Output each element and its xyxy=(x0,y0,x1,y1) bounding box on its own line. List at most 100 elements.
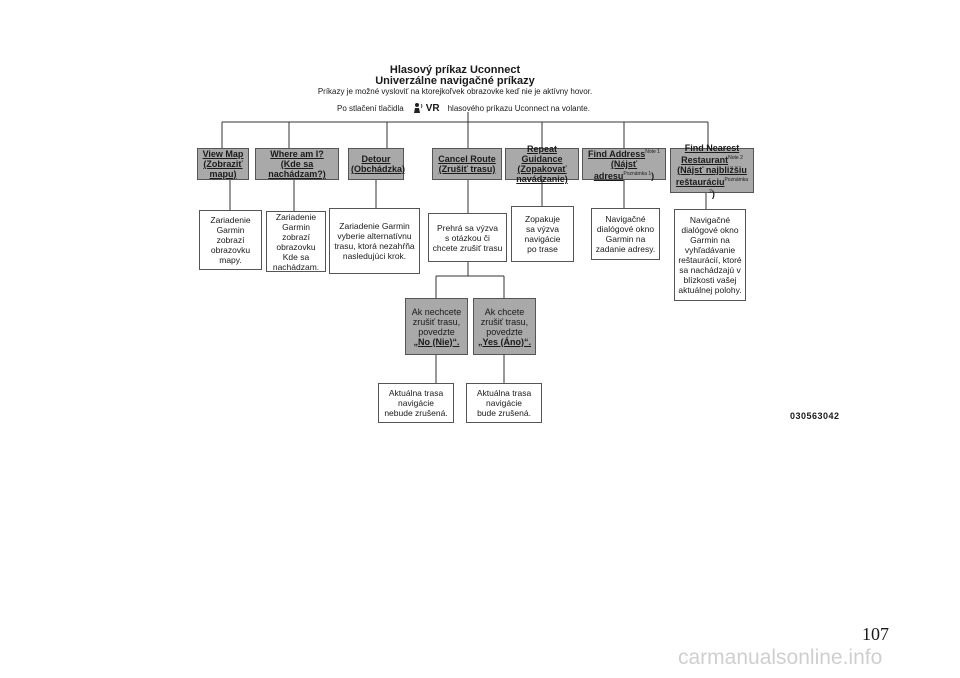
outcome-line: Aktuálna trasa xyxy=(476,388,532,398)
command-find-nearest-restaurant: Find Nearest RestaurantNote 2 (Nájsť naj… xyxy=(670,143,754,199)
result-line: vyberie alternatívnu xyxy=(337,231,412,241)
command-line: (Zrušiť trasu) xyxy=(438,164,496,174)
command-repeat-guidance: Repeat Guidance (Zopakovať navádzanie) xyxy=(505,144,579,184)
result-line: mapy. xyxy=(219,255,242,265)
command-line: Where am I? xyxy=(270,149,324,159)
answer-yes: Ak chcete zrušiť trasu, povedzte „Yes (Á… xyxy=(473,298,536,355)
result-line: s otázkou či xyxy=(445,232,490,243)
vr-button: VR xyxy=(412,102,440,114)
command-line: View Map xyxy=(202,149,244,159)
result-line: dialógové okno xyxy=(596,224,655,234)
result-detour: Zariadenie Garmin vyberie alternatívnu t… xyxy=(329,208,420,274)
diagram-note: Príkazy je možné vysloviť na ktorejkoľve… xyxy=(317,87,593,96)
command-view-map: View Map (Zobraziť mapu) xyxy=(197,148,249,180)
command-line: ) xyxy=(711,188,715,199)
result-line: Garmin na xyxy=(605,234,646,244)
result-view-map: Zariadenie Garmin zobrazí obrazovku mapy… xyxy=(199,210,262,270)
note-ref: Note 1 xyxy=(645,149,660,155)
press-instruction: Po stlačení tlačidla VR hlasového príkaz… xyxy=(337,102,590,114)
outcome-line: navigácie xyxy=(486,398,522,408)
command-line: Cancel Route xyxy=(438,154,496,164)
command-line: navádzanie) xyxy=(516,174,568,184)
command-line: (Obchádzka) xyxy=(351,164,406,174)
command-line: Find Nearest xyxy=(684,142,740,153)
command-line: (Zopakovať xyxy=(517,164,567,174)
result-line: Zopakuje xyxy=(525,214,560,224)
result-cancel-route: Prehrá sa výzva s otázkou či chcete zruš… xyxy=(428,213,507,262)
result-line: Navigačné xyxy=(605,214,646,224)
result-line: reštaurácií, ktoré xyxy=(678,255,742,265)
answer-line: povedzte xyxy=(486,326,523,337)
watermark: carmanualsonline.info xyxy=(678,646,883,669)
result-line: sa nachádzajú v xyxy=(679,265,741,275)
answer-no-label: „No (Nie)“. xyxy=(413,336,460,347)
command-line: (Nájsť xyxy=(610,159,638,169)
command-line: mapu) xyxy=(209,169,237,179)
diagram-subtitle: Univerzálne navigačné príkazy xyxy=(375,75,535,87)
press-prefix: Po stlačení tlačidla xyxy=(337,103,404,113)
command-line: Restaurant xyxy=(681,154,729,165)
command-line: (Nájsť najbližšiu xyxy=(677,164,747,175)
result-line: blízkosti vašej xyxy=(683,275,737,285)
result-line: dialógové okno xyxy=(681,225,739,235)
result-line: Garmin na xyxy=(690,235,730,245)
vr-label: VR xyxy=(425,102,440,114)
command-where-am-i: Where am I? (Kde sa nachádzam?) xyxy=(255,148,339,180)
result-line: obrazovku xyxy=(210,245,251,255)
command-line: adresu xyxy=(593,171,624,181)
result-line: Kde sa xyxy=(282,251,310,262)
result-line: obrazovku xyxy=(276,241,316,252)
result-line: Zariadenie xyxy=(275,211,317,222)
command-detour: Detour (Obchádzka) xyxy=(348,148,406,180)
answer-line: Ak chcete xyxy=(484,306,525,317)
result-where-am-i: Zariadenie Garmin zobrazí obrazovku Kde … xyxy=(266,211,326,272)
result-line: Garmin zobrazí xyxy=(282,221,310,242)
note-ref: Poznámka 1 xyxy=(623,171,652,177)
outcome-line: bude zrušená. xyxy=(477,408,531,418)
result-find-address: Navigačné dialógové okno Garmin na zadan… xyxy=(591,208,660,260)
outcome-line: nebude zrušená. xyxy=(384,408,448,418)
result-line: vyhľadávanie xyxy=(684,245,736,255)
command-line: ) xyxy=(651,171,655,181)
result-line: chcete zrušiť trasu xyxy=(432,242,503,253)
outcome-line: navigácie xyxy=(398,398,434,408)
command-line: Detour xyxy=(361,154,391,164)
command-line: Repeat Guidance xyxy=(521,144,563,164)
result-line: nasledujúci krok. xyxy=(342,251,407,261)
note-ref: Poznámka 2 xyxy=(709,176,749,195)
result-line: Navigačné xyxy=(689,215,731,225)
result-repeat-guidance: Zopakuje sa výzva navigácie po trase xyxy=(511,206,574,262)
result-line: po trase xyxy=(527,244,558,254)
figure-code: 030563042 xyxy=(790,411,840,421)
answer-line: zrušiť trasu, xyxy=(480,316,529,327)
command-cancel-route: Cancel Route (Zrušiť trasu) xyxy=(432,148,502,180)
result-find-nearest-restaurant: Navigačné dialógové okno Garmin na vyhľa… xyxy=(674,209,746,301)
result-line: nachádzam. xyxy=(272,261,320,272)
press-suffix: hlasového príkazu Uconnect na volante. xyxy=(447,103,590,113)
voice-icon xyxy=(413,103,423,113)
result-line: trasu, ktorá nezahŕňa xyxy=(334,241,415,251)
note-ref: Note 2 xyxy=(728,154,743,161)
command-line: (Kde sa xyxy=(280,159,314,169)
command-line: reštauráciu xyxy=(675,176,725,187)
command-line: (Zobraziť xyxy=(203,159,243,169)
result-line: aktuálnej polohy. xyxy=(678,285,742,295)
result-line: Zariadenie xyxy=(210,215,251,225)
result-line: navigácie xyxy=(524,234,561,244)
result-line: Garmin zobrazí xyxy=(216,225,245,245)
answer-line: Ak nechcete xyxy=(411,306,462,317)
answer-line: povedzte xyxy=(418,326,455,337)
command-line: Find Address xyxy=(588,149,646,159)
answer-no: Ak nechcete zrušiť trasu, povedzte „No (… xyxy=(405,298,468,355)
result-line: Prehrá sa výzva xyxy=(437,222,498,233)
outcome-not-canceled: Aktuálna trasa navigácie nebude zrušená. xyxy=(378,383,454,423)
answer-yes-label: „Yes (Áno)“. xyxy=(477,336,531,347)
command-line: nachádzam?) xyxy=(268,169,326,179)
diagram-title: Hlasový príkaz Uconnect xyxy=(389,64,521,76)
outcome-line: Aktuálna trasa xyxy=(388,388,444,398)
result-line: zadanie adresy. xyxy=(595,244,656,254)
page-number: 107 xyxy=(862,624,889,644)
command-find-address: Find AddressNote 1 (Nájsť adresuPoznámka… xyxy=(582,148,666,181)
answer-line: zrušiť trasu, xyxy=(412,316,461,327)
